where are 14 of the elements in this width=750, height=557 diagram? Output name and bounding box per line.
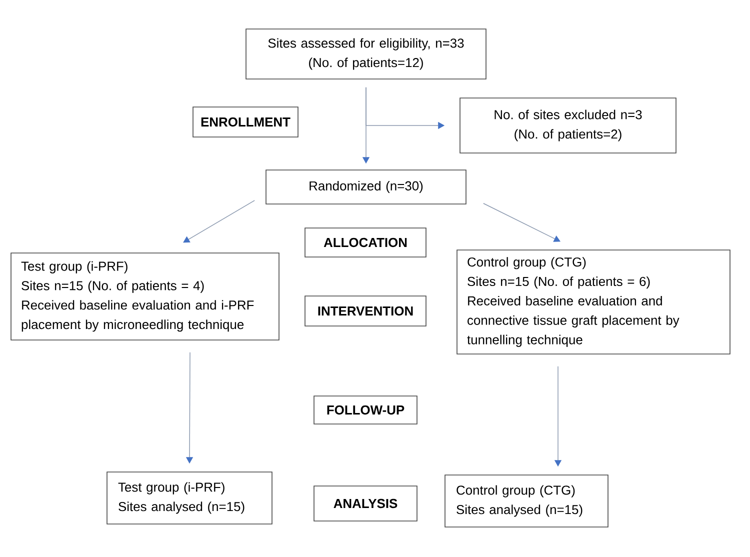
flow-box: Randomized (n=30) xyxy=(266,170,466,204)
arrow xyxy=(483,203,560,242)
flow-box: No. of sites excluded n=3 (No. of patients=2) xyxy=(460,98,676,154)
flow-box: Control group (CTG) Sites analysed (n=15) xyxy=(444,474,608,528)
stage-label-box: INTERVENTION xyxy=(304,296,426,326)
flow-box: Control group (CTG) Sites n=15 (No. of patients = 6) Received baseline evaluation and connective tissue graft placement by tunnelling technique xyxy=(456,250,730,354)
stage-label-box: FOLLOW-UP xyxy=(314,396,418,424)
stage-label-box: ALLOCATION xyxy=(304,228,426,258)
arrow xyxy=(183,200,255,243)
flow-box: Sites assessed for eligibility, n=33 (No. of patients=12) xyxy=(246,28,486,80)
flow-box: Test group (i-PRF) Sites analysed (n=15) xyxy=(106,472,272,524)
stage-label-box: ENROLLMENT xyxy=(192,106,298,138)
flow-box: Test group (i-PRF) Sites n=15 (No. of patients = 4) Received baseline evaluation and i-PRF placement by microneedling technique xyxy=(10,252,280,340)
stage-label-box: ANALYSIS xyxy=(314,486,418,522)
